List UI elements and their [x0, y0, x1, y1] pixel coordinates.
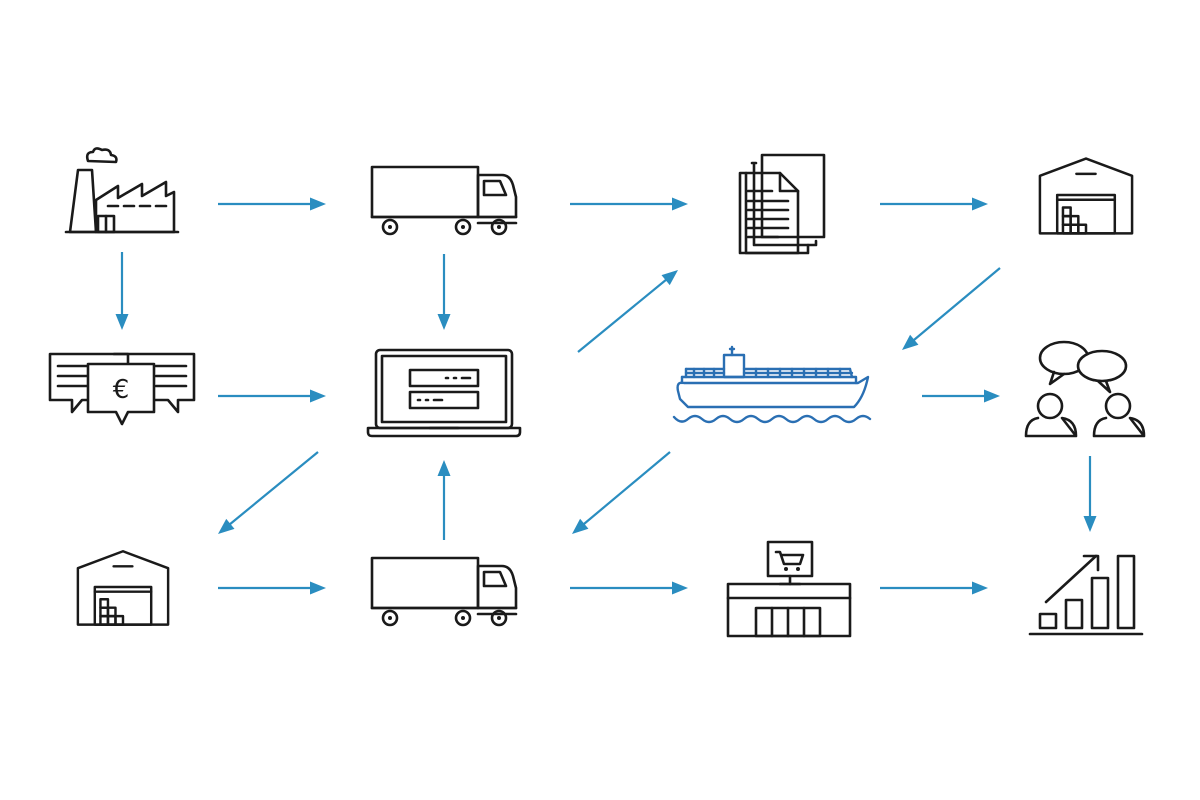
documents-icon — [738, 153, 826, 255]
arrow-warehouse-bottom-to-truck-bottom — [218, 581, 326, 595]
arrow-head — [310, 581, 326, 595]
factory-icon — [64, 147, 180, 234]
arrow-head — [972, 581, 988, 595]
growth-chart-icon — [1028, 554, 1144, 636]
arrow-store-to-growth — [880, 581, 988, 595]
arrow-factory-to-truck-top — [218, 197, 326, 211]
arrow-documents-to-warehouse-top — [880, 197, 988, 211]
arrow-laptop-to-documents — [577, 270, 678, 353]
warehouse-icon — [76, 550, 170, 626]
arrow-payment-to-laptop — [218, 389, 326, 403]
arrow-shaft — [912, 267, 1001, 342]
arrow-head — [672, 197, 688, 211]
arrow-truck-bottom-to-laptop — [437, 460, 451, 540]
people-chat-icon — [1024, 340, 1146, 438]
arrow-ship-to-truck-bottom — [572, 451, 671, 534]
arrow-head — [902, 334, 919, 350]
arrow-head — [572, 518, 589, 534]
arrow-warehouse-top-to-ship — [902, 267, 1001, 350]
arrow-shaft — [228, 451, 319, 526]
arrow-head — [310, 197, 326, 211]
arrow-head — [672, 581, 688, 595]
store-cart-icon — [726, 540, 852, 638]
arrow-shaft — [582, 451, 671, 526]
truck-icon — [370, 556, 518, 627]
arrow-head — [437, 460, 451, 476]
warehouse-icon — [1038, 157, 1134, 235]
laptop-icon — [366, 348, 522, 438]
arrow-head — [310, 389, 326, 403]
arrow-head — [437, 314, 451, 330]
arrow-truck-top-to-documents — [570, 197, 688, 211]
euro-symbol: € — [113, 375, 130, 405]
arrow-head — [661, 270, 678, 286]
truck-icon — [370, 165, 518, 236]
arrow-ship-to-meeting — [922, 389, 1000, 403]
container-ship-icon — [672, 345, 872, 424]
arrow-head — [984, 389, 1000, 403]
arrow-truck-bottom-to-store — [570, 581, 688, 595]
arrow-laptop-to-warehouse-bottom — [218, 451, 319, 534]
arrow-truck-top-to-laptop — [437, 254, 451, 330]
arrow-head — [1083, 516, 1097, 532]
arrow-head — [218, 518, 235, 534]
arrow-factory-to-payment — [115, 252, 129, 330]
arrow-meeting-to-growth — [1083, 456, 1097, 532]
arrow-head — [115, 314, 129, 330]
arrow-head — [972, 197, 988, 211]
connection-arrows — [115, 197, 1097, 595]
arrow-shaft — [577, 278, 668, 353]
payment-chat-icon: € — [48, 352, 196, 426]
